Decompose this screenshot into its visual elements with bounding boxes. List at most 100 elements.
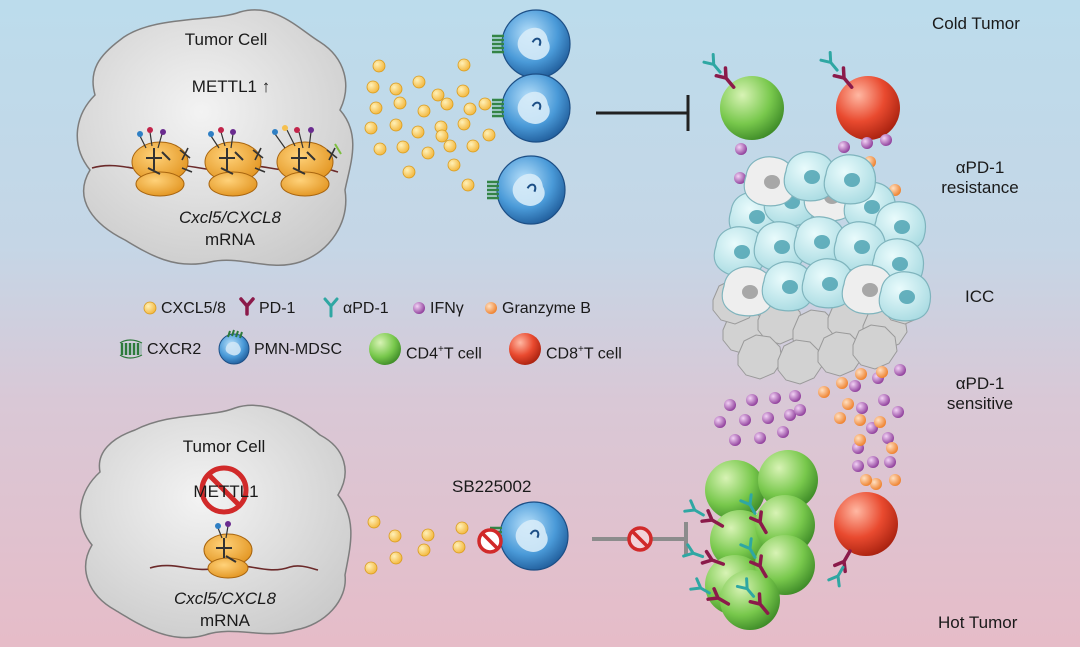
- drug-label: SB225002: [452, 477, 532, 496]
- ifn-dot: [735, 143, 747, 155]
- tumor-cell-icc: [878, 271, 932, 322]
- cxcl-dot: [443, 139, 457, 153]
- cxcr2-receptor: [492, 34, 504, 54]
- ifn-dot: [724, 399, 736, 411]
- granzyme-dot: [842, 398, 854, 410]
- ifn-dot: [894, 364, 906, 376]
- mdsc-cells-top: [487, 9, 571, 225]
- cxcl-dot: [389, 551, 403, 565]
- cxcl-dot: [373, 142, 387, 156]
- cxcr2-receptor: [487, 180, 499, 200]
- knockout-symbol: [199, 465, 249, 515]
- legend-ifn: IFNγ: [430, 300, 464, 317]
- cxcl-dot: [463, 102, 477, 116]
- top-gene-label: METTL1 ↑: [191, 77, 271, 96]
- cxcl-dot: [417, 104, 431, 118]
- cxcl-dot: [421, 146, 435, 160]
- granzyme-dot: [876, 366, 888, 378]
- cd4-t-cell-cluster: [682, 450, 818, 630]
- ifn-dot: [754, 432, 766, 444]
- legend-mdsc: PMN-MDSC: [254, 341, 342, 358]
- granzyme-dot: [834, 412, 846, 424]
- sensitive-label: αPD-1 sensitive: [946, 374, 1014, 413]
- tumor-cell-bottom: [79, 404, 352, 639]
- cxcl-dot: [396, 140, 410, 154]
- cd4-t-cell: [758, 450, 818, 510]
- ifn-dot: [794, 404, 806, 416]
- ifn-dot: [849, 380, 861, 392]
- cxcl-dot: [364, 121, 378, 135]
- top-mrna-gene-label: Cxcl5/CXCL8: [178, 208, 282, 227]
- pd1-antibody-pair: [689, 577, 731, 606]
- cxcl-dot: [457, 58, 471, 72]
- cxcl-dots-bottom: [364, 515, 469, 575]
- cxcl-dot: [393, 96, 407, 110]
- cxcl-dot: [456, 84, 470, 98]
- pd1-antibody-pair: [739, 493, 768, 535]
- ifn-dot: [714, 416, 726, 428]
- top-mrna-label: mRNA: [204, 230, 256, 249]
- ifn-dot: [880, 134, 892, 146]
- legend-cxcr2: CXCR2: [147, 341, 202, 358]
- legend-cd4-plus: +: [438, 344, 444, 355]
- bottom-mrna-label: mRNA: [199, 611, 251, 630]
- cxcl-dot: [447, 158, 461, 172]
- cxcl-dot: [435, 129, 449, 143]
- cxcr2-receptor: [492, 98, 504, 118]
- bottom-mrna-gene-label: Cxcl5/CXCL8: [173, 589, 277, 608]
- granzyme-dot: [874, 416, 886, 428]
- cxcl-dot: [364, 561, 378, 575]
- ifn-dot: [861, 137, 873, 149]
- sb225002-inhibitor-icon: [477, 528, 503, 554]
- mrna-strand-bottom: [149, 564, 319, 571]
- hot-tumor-label: Hot Tumor: [938, 613, 1018, 632]
- pd1-antibody-pair: [739, 537, 768, 579]
- legend-cxcl: CXCL5/8: [161, 300, 226, 317]
- mdsc-cell: [492, 73, 571, 143]
- legend-cd8: CD8+T cell: [546, 340, 622, 364]
- ifn-dot: [884, 456, 896, 468]
- cxcl-dot: [461, 178, 475, 192]
- ifn-dot: [762, 412, 774, 424]
- tumor-cell-top: [76, 9, 354, 266]
- cxcl-dot: [411, 125, 425, 139]
- resistance-label: αPD-1 resistance: [941, 158, 1019, 197]
- ifn-dot: [769, 392, 781, 404]
- tumor-cell-gray: [852, 324, 898, 370]
- cxcl-dot: [455, 521, 469, 535]
- cxcl-dot: [440, 97, 454, 111]
- granzyme-dot: [854, 434, 866, 446]
- ifn-dot: [882, 432, 894, 444]
- ifn-dot: [784, 409, 796, 421]
- ifn-dot: [789, 390, 801, 402]
- ifn-dot: [878, 394, 890, 406]
- icc-label: ICC: [965, 287, 995, 306]
- legend-icons: [119, 297, 541, 365]
- ifn-dot: [729, 434, 741, 446]
- granzyme-dot: [818, 386, 830, 398]
- cxcl-dot: [417, 543, 431, 557]
- ifn-dot: [746, 394, 758, 406]
- ribosome-bottom: [203, 521, 253, 579]
- granzyme-dot: [855, 368, 867, 380]
- inhibition-arrow-top: [596, 95, 690, 131]
- icc-tumor-mass: [712, 151, 932, 385]
- ifn-dot: [856, 402, 868, 414]
- cxcl-dot: [452, 540, 466, 554]
- ifn-dot: [739, 414, 751, 426]
- cxcl-dot: [389, 82, 403, 96]
- legend-cd4-prefix: CD4: [406, 345, 439, 363]
- ifn-dot: [838, 141, 850, 153]
- cxcl-dot: [466, 139, 480, 153]
- cxcl-dot: [478, 97, 492, 111]
- granzyme-dot: [889, 474, 901, 486]
- cytokines-sensitive: [714, 364, 906, 490]
- ifn-dot: [867, 456, 879, 468]
- legend-cd8-plus: +: [578, 344, 584, 355]
- mdsc-cell-bottom: [490, 501, 569, 571]
- ifn-dot: [852, 460, 864, 472]
- cxcl-dot: [421, 528, 435, 542]
- legend-gzmb: Granzyme B: [502, 300, 591, 317]
